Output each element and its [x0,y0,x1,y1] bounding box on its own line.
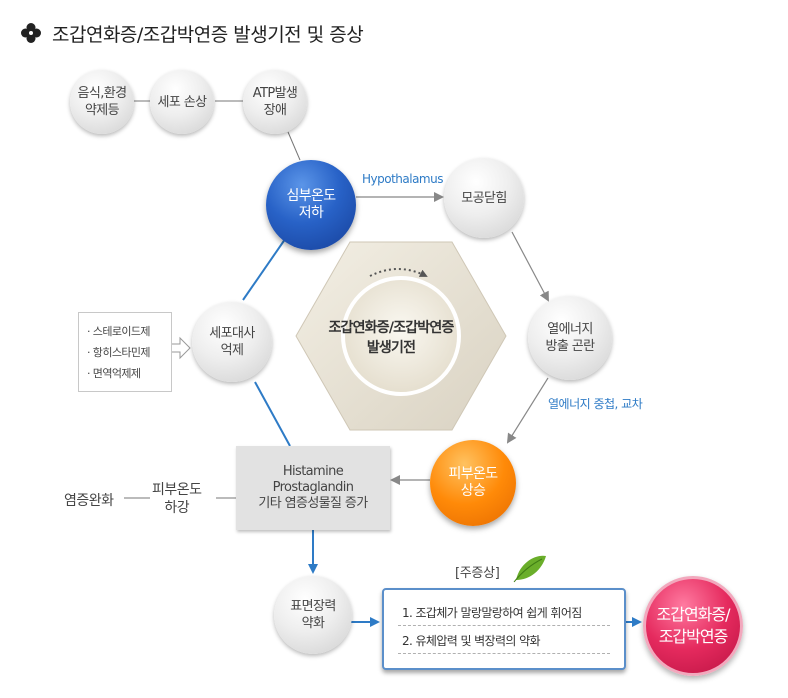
hollow-arrow-drugs [169,336,191,360]
drug-item: · 면역억제제 [87,367,141,380]
drug-item: · 스테로이드제 [87,325,151,338]
node-result-onychomalacia: 조갑연화증/조갑박연증 [643,576,743,676]
symptom-item: 1. 조갑체가 말랑말랑하여 쉽게 휘어짐 [398,598,610,626]
label-hypothalamus: Hypothalamus [362,172,443,186]
drug-item: · 항히스타민제 [87,346,151,359]
drug-list-box: · 스테로이드제 · 항히스타민제 · 면역억제제 [78,312,172,392]
title-text: 조갑연화증/조갑박연증 발생기전 및 증상 [52,23,364,46]
page-title: 조갑연화증/조갑박연증 발생기전 및 증상 [20,18,364,48]
center-inner-circle [341,276,461,396]
symptom-item: 2. 유체압력 및 벽장력의 약화 [398,626,610,654]
node-pore-closing: 모공닫힘 [444,158,524,238]
symptom-title: [주증상] [455,566,500,581]
label-inflammation-relief: 염증완화 [64,493,114,509]
clover-icon [21,23,41,43]
arrow-pore-heat [511,231,549,302]
node-cell-damage: 세포 손상 [150,70,214,134]
label-heat-overlap: 열에너지 중첩, 교차 [548,397,643,411]
connector-atp-core [287,131,301,161]
leaf-icon [513,555,546,583]
symptom-box: 1. 조갑체가 말랑말랑하여 쉽게 휘어짐 2. 유체압력 및 벽장력의 약화 [382,588,626,670]
histamine-box: Histamine Prostaglandin 기타 염증성물질 증가 [236,446,390,530]
arrow-heat-skin [506,377,549,444]
arrow-metabolism-core [242,230,292,301]
line-histamine-metabolism [254,381,291,447]
